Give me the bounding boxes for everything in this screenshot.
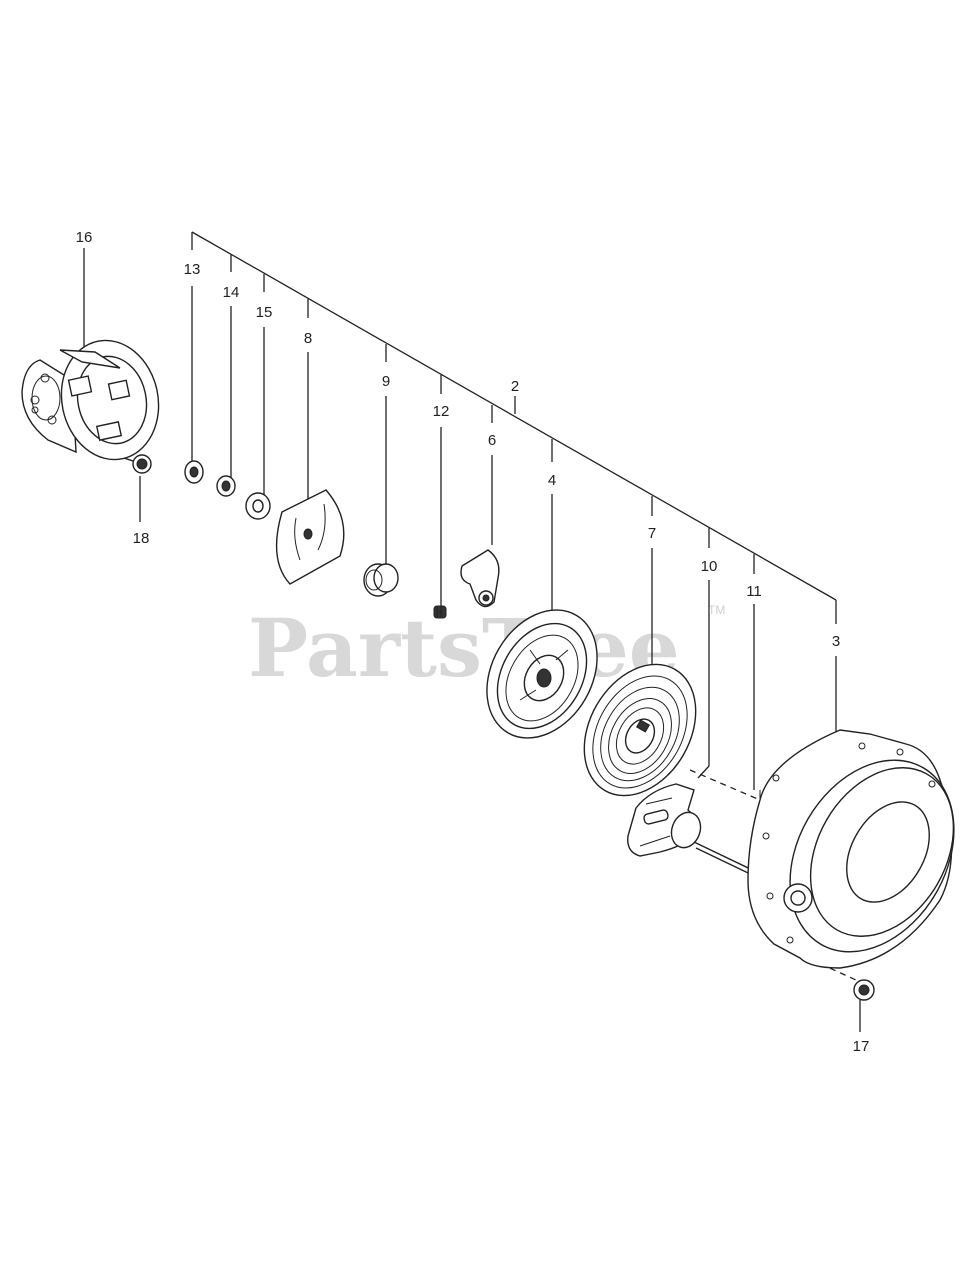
- part-16-starter-pulley: [21, 339, 160, 461]
- part-9-spring: [363, 563, 399, 597]
- part-14-washer: [216, 475, 236, 497]
- callout-18: 18: [133, 530, 150, 547]
- callout-10: 10: [701, 558, 718, 575]
- callout-14: 14: [223, 284, 240, 301]
- part-10-starter-handle: [627, 783, 702, 857]
- part-6-ratchet-pawl: [460, 549, 500, 608]
- callout-12: 12: [433, 403, 450, 420]
- leader-lines: [83, 248, 861, 1032]
- part-15-washer: [245, 492, 271, 520]
- callout-7: 7: [648, 525, 656, 542]
- assembly-bracket: [191, 231, 837, 624]
- part-17-bolt: [853, 979, 875, 1001]
- part-18-bolt: [123, 454, 152, 474]
- part-13-clip: [184, 460, 204, 484]
- callout-6: 6: [488, 432, 496, 449]
- watermark: PartsTree: [248, 601, 680, 695]
- callout-8: 8: [304, 330, 312, 347]
- callout-2: 2: [511, 378, 519, 395]
- callout-4: 4: [548, 472, 556, 489]
- watermark-trademark: TM: [708, 603, 725, 617]
- callout-9: 9: [382, 373, 390, 390]
- callout-16: 16: [76, 229, 93, 246]
- callout-labels: 16 18 13 14 15 8 9 12 2 6 4 7 10 11 3 17: [76, 229, 870, 1055]
- callout-13: 13: [184, 261, 201, 278]
- part-12-small-spring: [433, 605, 447, 619]
- callout-15: 15: [256, 304, 273, 321]
- callout-17: 17: [853, 1038, 870, 1055]
- part-4-reel: [486, 609, 598, 739]
- part-7-recoil-spring: [583, 663, 697, 797]
- part-8-friction-plate: [275, 489, 345, 585]
- callout-3: 3: [832, 633, 840, 650]
- callout-11: 11: [746, 583, 762, 600]
- part-3-starter-case: [747, 729, 955, 969]
